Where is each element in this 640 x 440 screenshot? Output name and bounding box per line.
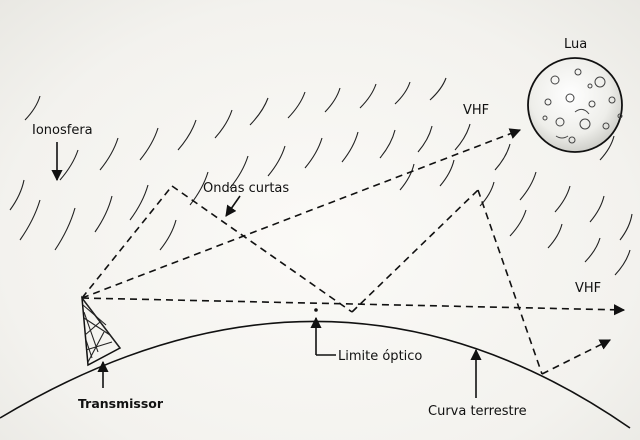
ionosphere-stroke: [19, 199, 41, 241]
ionosphere-stroke: [379, 129, 396, 159]
ionosphere-stroke: [94, 195, 113, 233]
short-waves-label: Ondas curtas: [203, 181, 289, 196]
ionosphere-stroke: [519, 171, 537, 201]
ionosphere-stroke: [341, 131, 359, 163]
vhf-right-label: VHF: [575, 281, 601, 296]
ionosphere-stroke: [189, 171, 209, 206]
moon-craters: [542, 68, 623, 144]
ionosphere-stroke: [139, 127, 159, 161]
moon: [527, 57, 623, 153]
ionosphere-stroke: [287, 91, 306, 119]
ionosphere-stroke: [214, 109, 233, 139]
ionosphere-stroke: [324, 87, 341, 113]
ionosphere-stroke: [584, 237, 601, 263]
ionosphere-stroke: [304, 137, 323, 169]
ionosphere-stroke: [267, 145, 286, 177]
ionosphere-stroke: [399, 163, 415, 191]
ionosphere-stroke: [439, 159, 455, 187]
earth-curve-label: Curva terrestre: [428, 404, 527, 419]
ionosphere-layer: [9, 77, 633, 276]
ionosphere-stroke: [547, 223, 563, 249]
short-wave-ray-5: [541, 339, 612, 375]
propagation-rays: [81, 128, 626, 375]
ionosphere-stroke: [429, 77, 447, 101]
transmitter-label: Transmissor: [78, 396, 164, 411]
label-pointers: [51, 142, 482, 398]
ionosphere-stroke: [9, 179, 25, 211]
ionosphere-stroke: [394, 81, 411, 105]
ionosphere-stroke: [54, 207, 76, 251]
ionosphere-stroke: [619, 213, 633, 241]
ionosphere-stroke: [99, 137, 119, 171]
ionosphere-label: Ionosfera: [32, 123, 93, 138]
ionosphere-stroke: [229, 155, 249, 189]
ionosphere-stroke: [417, 125, 433, 153]
transmitter-tower: [81, 295, 122, 367]
ionosphere-stroke: [509, 209, 527, 237]
moon-label: Lua: [564, 37, 587, 52]
ionosphere-stroke: [129, 184, 149, 221]
ionosphere-stroke: [479, 181, 495, 207]
ionosphere-stroke: [454, 123, 471, 151]
ionosphere-stroke: [359, 83, 377, 109]
ionosphere-stroke: [614, 249, 631, 276]
ionosphere-stroke: [177, 119, 197, 151]
short-wave-ray-4: [477, 189, 543, 375]
ionosphere-stroke: [494, 143, 511, 171]
ionosphere-stroke: [24, 95, 41, 121]
vhf-moon-ray: [81, 128, 522, 299]
ionosphere-stroke: [554, 185, 571, 213]
ionosphere-stroke: [589, 195, 605, 223]
optical-limit-label: Limite óptico: [338, 349, 422, 364]
vhf-horizontal-ray: [81, 297, 626, 316]
ionosphere-stroke: [59, 149, 79, 181]
short-wave-ray-2: [171, 185, 353, 313]
ionosphere-stroke: [159, 219, 177, 251]
short-wave-ray-3: [351, 189, 479, 313]
ionosphere-stroke: [599, 135, 615, 161]
earth-surface-curve: [0, 320, 631, 429]
vhf-top-label: VHF: [463, 103, 489, 118]
ionosphere-stroke: [249, 97, 269, 126]
optical-limit-point: [314, 308, 318, 312]
